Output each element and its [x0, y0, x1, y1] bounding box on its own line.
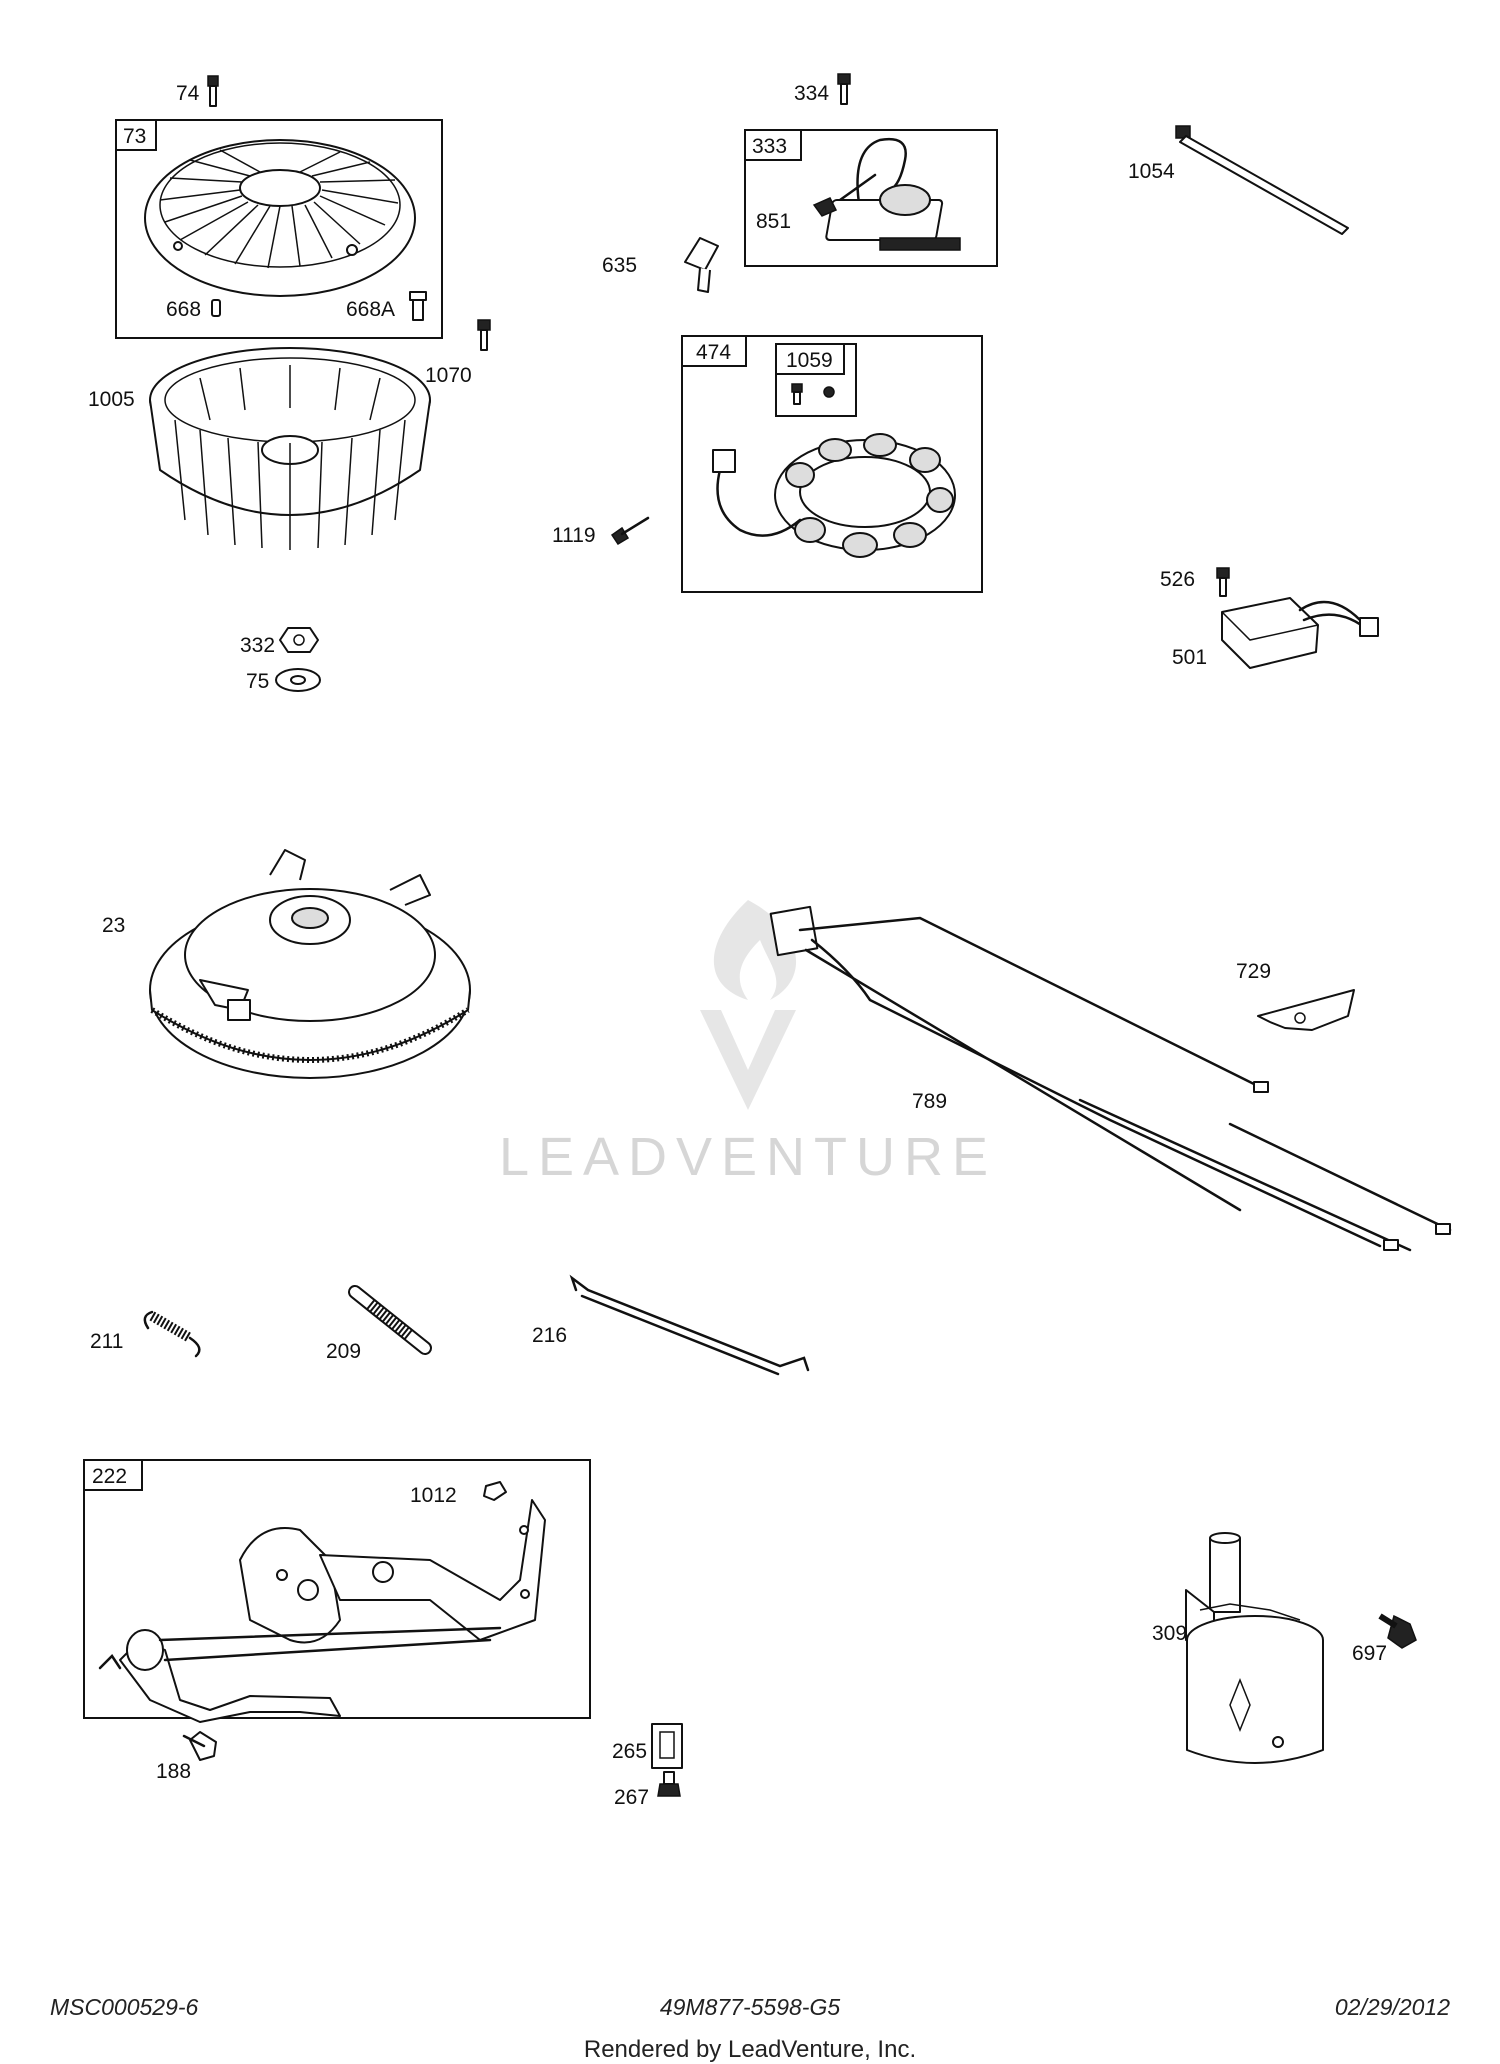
- part-697-bolt: [1378, 1613, 1417, 1649]
- watermark-text: LEADVENTURE: [499, 1127, 997, 1187]
- callout-74: 74: [176, 82, 200, 105]
- callout-668: 668: [166, 298, 201, 321]
- part-332-nut: [279, 627, 319, 653]
- part-789-wire-harness: [769, 905, 1452, 1252]
- callout-1054: 1054: [1128, 160, 1175, 183]
- part-1070-screw: [477, 319, 491, 351]
- part-23-flywheel: [149, 849, 471, 1079]
- callout-1012: 1012: [410, 1484, 457, 1507]
- callout-635: 635: [602, 254, 637, 277]
- part-222-governor-control: [98, 1499, 546, 1723]
- callout-526: 526: [1160, 568, 1195, 591]
- part-1119-screw: [610, 516, 650, 546]
- box-474-label: 474: [696, 341, 731, 364]
- part-526-screw: [1216, 567, 1230, 597]
- part-267-screw: [657, 1771, 681, 1797]
- box-474-tag: [681, 335, 747, 367]
- box-333-label: 333: [752, 135, 787, 158]
- callout-851: 851: [756, 210, 791, 233]
- callout-265: 265: [612, 1740, 647, 1763]
- part-265-clip: [651, 1723, 683, 1769]
- callout-309: 309: [1152, 1622, 1187, 1645]
- part-73-blower-housing: [144, 139, 416, 297]
- callout-334: 334: [794, 82, 829, 105]
- box-1059-label: 1059: [786, 349, 833, 372]
- part-334-screw: [837, 73, 851, 105]
- part-216-governor-link: [569, 1274, 810, 1376]
- callout-332: 332: [240, 634, 275, 657]
- part-635-spark-plug-boot: [684, 237, 719, 293]
- part-851-terminal: [812, 197, 838, 217]
- part-209-spring: [348, 1285, 432, 1355]
- model-number: 49M877-5598-G5: [659, 1994, 841, 2020]
- callout-216: 216: [532, 1324, 567, 1347]
- part-1012-nut: [483, 1481, 507, 1501]
- box-474: [681, 335, 983, 593]
- part-474-alternator: [712, 433, 956, 558]
- part-309-starter-motor: [1185, 1532, 1324, 1764]
- callout-209: 209: [326, 1340, 361, 1363]
- callout-211: 211: [90, 1330, 123, 1353]
- callout-1119: 1119: [552, 524, 596, 547]
- callout-729: 729: [1236, 960, 1271, 983]
- callout-697: 697: [1352, 1642, 1387, 1665]
- part-668A-screw: [409, 291, 427, 321]
- part-211-spring: [143, 1310, 201, 1358]
- part-1054-cable-tie: [1175, 125, 1349, 235]
- box-222: [83, 1459, 591, 1719]
- part-74-bolt: [207, 75, 219, 107]
- callout-1005: 1005: [88, 388, 135, 411]
- box-333: [744, 129, 998, 267]
- callout-501: 501: [1172, 646, 1207, 669]
- callout-1070: 1070: [425, 364, 472, 387]
- part-668-pin: [211, 299, 221, 317]
- part-188-screw: [182, 1731, 217, 1761]
- part-75-washer: [275, 668, 321, 692]
- callout-188: 188: [156, 1760, 191, 1783]
- box-222-tag: [83, 1459, 143, 1491]
- diagram-code: MSC000529-6: [50, 1994, 199, 2020]
- part-1059-screw-nut: [791, 383, 835, 405]
- part-501-regulator-rectifier: [1221, 597, 1379, 669]
- part-333-ignition-armature: [825, 137, 961, 251]
- callout-267: 267: [614, 1786, 649, 1809]
- callout-75: 75: [246, 670, 269, 693]
- box-73: [115, 119, 443, 339]
- part-729-shield: [1257, 989, 1355, 1031]
- callout-23: 23: [102, 914, 125, 937]
- part-1005-fan: [149, 347, 431, 550]
- box-333-tag: [744, 129, 802, 161]
- callout-668A: 668A: [346, 298, 395, 321]
- diagram-date: 02/29/2012: [1334, 1994, 1450, 2020]
- rendered-by-credit: Rendered by LeadVenture, Inc.: [583, 2036, 917, 2063]
- box-73-tag: [115, 119, 157, 151]
- leadventure-watermark: LEADVENTURE: [499, 900, 997, 1187]
- box-1059-tag: [775, 343, 845, 375]
- box-73-label: 73: [123, 125, 146, 148]
- box-222-label: 222: [92, 1465, 127, 1488]
- callout-789: 789: [912, 1090, 947, 1113]
